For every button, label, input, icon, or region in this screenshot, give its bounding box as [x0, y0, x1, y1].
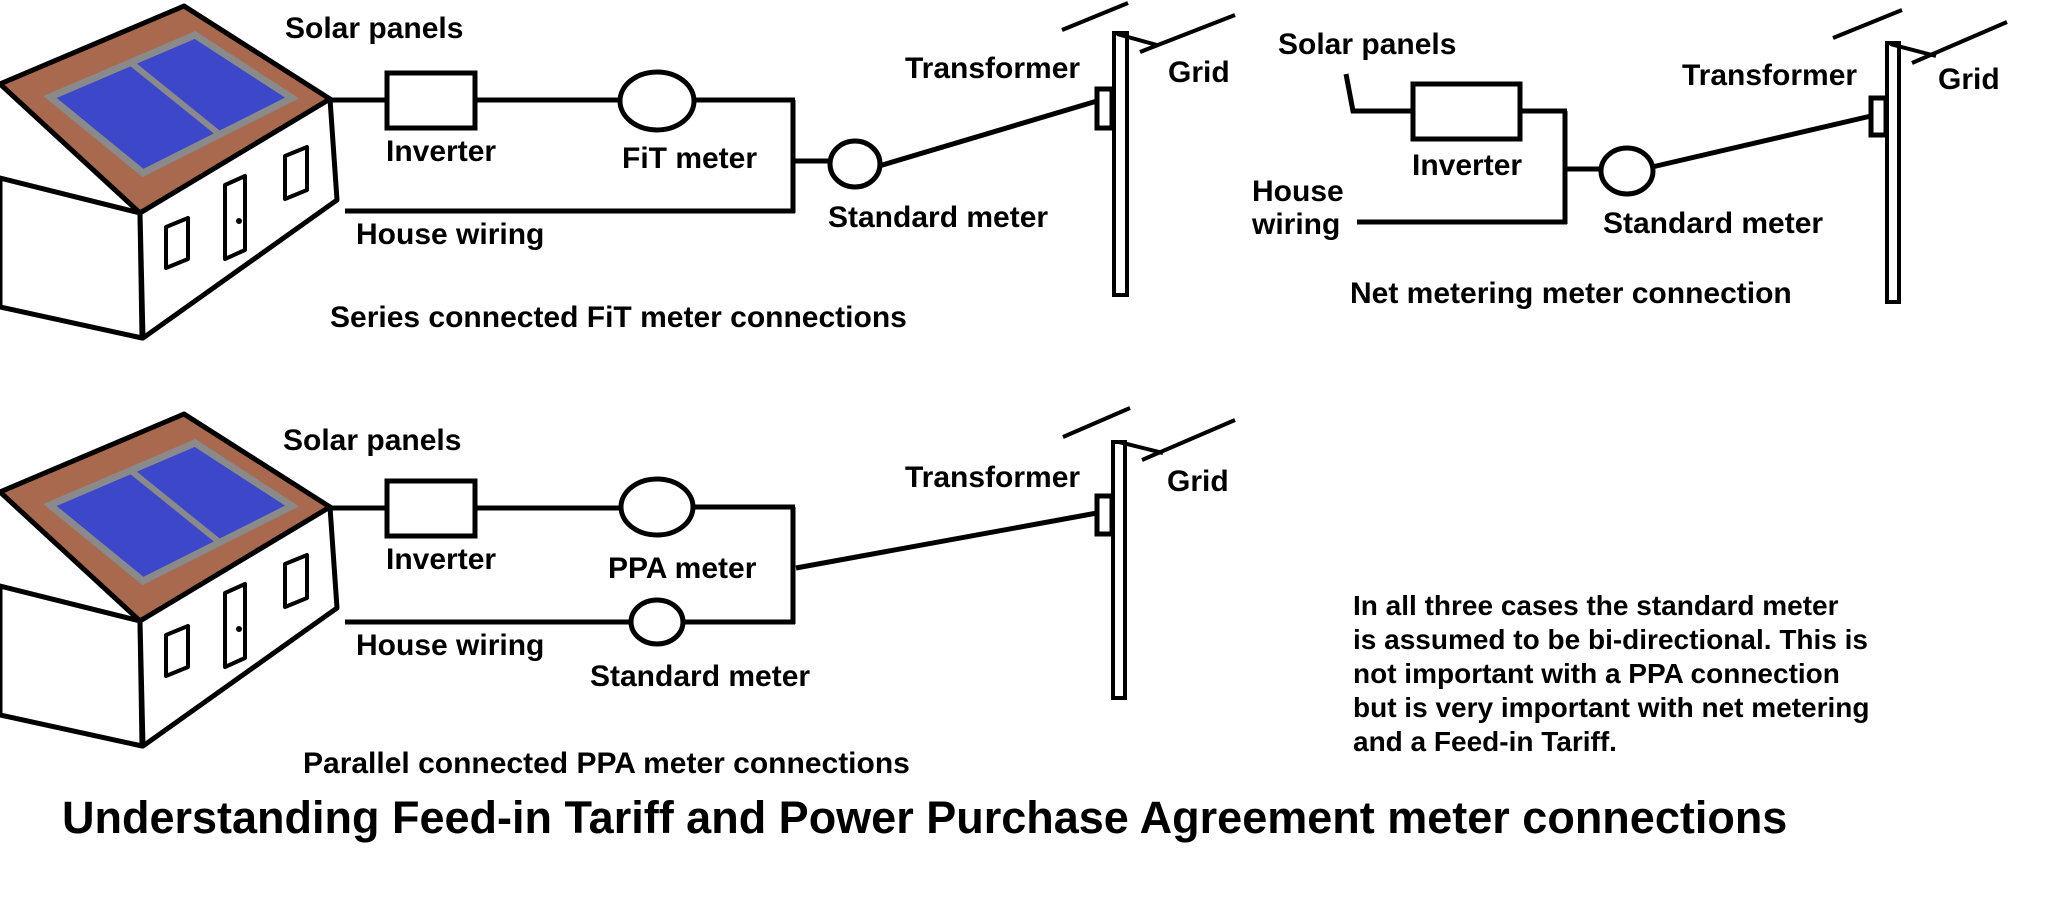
grid-wire-right	[1141, 418, 1236, 462]
transformer-box	[1094, 86, 1115, 131]
fit-meter-label: FiT meter	[622, 142, 757, 175]
standard-meter-symbol	[827, 138, 883, 190]
grid-wire-right	[1911, 20, 2008, 65]
inverter-box	[384, 478, 478, 539]
wire-meter-to-transformer	[878, 98, 1098, 169]
note-line-1: In all three cases the standard meter	[1353, 590, 1839, 621]
grid-wire-left	[1832, 8, 1903, 40]
solar-panels-label: Solar panels	[283, 424, 461, 457]
grid-pole	[1885, 41, 1901, 304]
transformer-label: Transformer	[1682, 59, 1857, 92]
inverter-box	[1410, 81, 1523, 142]
standard-meter-label: Standard meter	[590, 660, 810, 693]
note-line-3: not important with a PPA connection	[1353, 658, 1840, 689]
house-wiring-label-line2: wiring	[1251, 208, 1340, 241]
standard-meter-symbol	[1598, 145, 1656, 197]
page-title: Understanding Feed-in Tariff and Power P…	[62, 792, 1787, 843]
net-metering-diagram: Solar panels Inverter House wiring Stand…	[1251, 8, 2008, 310]
grid-wire-right	[1139, 13, 1236, 54]
inverter-label: Inverter	[1412, 149, 1522, 182]
grid-pole	[1112, 31, 1129, 297]
note-line-5: and a Feed-in Tariff.	[1353, 726, 1617, 757]
inverter-box	[384, 70, 478, 131]
grid-wire-left	[1062, 406, 1131, 439]
grid-label: Grid	[1167, 465, 1229, 498]
house-wiring-label: House wiring	[356, 218, 544, 251]
ppa-meter-symbol	[618, 476, 696, 538]
wire-solar-to-inverter	[1343, 73, 1415, 114]
inverter-label: Inverter	[386, 135, 496, 168]
transformer-label: Transformer	[905, 52, 1080, 85]
wire-meter-to-transformer	[1651, 113, 1872, 170]
net-metering-caption: Net metering meter connection	[1350, 277, 1792, 310]
transformer-box	[1094, 493, 1115, 537]
standard-meter-label: Standard meter	[1603, 207, 1823, 240]
fit-meter-symbol	[617, 69, 697, 133]
note-paragraph: In all three cases the standard meter is…	[1353, 590, 1870, 757]
wire-loop-to-transformer	[795, 510, 1098, 571]
house-bottom-left	[0, 414, 337, 746]
grid-label: Grid	[1938, 63, 2000, 96]
transformer-box	[1868, 95, 1889, 138]
series-caption: Series connected FiT meter connections	[330, 301, 907, 334]
ppa-meter-label: PPA meter	[608, 552, 757, 585]
note-line-2: is assumed to be bi-directional. This is	[1353, 624, 1868, 655]
standard-meter-label: Standard meter	[828, 201, 1048, 234]
grid-wire-left	[1061, 1, 1129, 32]
parallel-ppa-diagram: Solar panels Inverter PPA meter House wi…	[0, 406, 1236, 780]
grid-pole	[1111, 440, 1127, 700]
series-fit-diagram: Solar panels Inverter FiT meter House wi…	[0, 1, 1236, 338]
note-line-4: but is very important with net metering	[1353, 692, 1870, 723]
transformer-label: Transformer	[905, 461, 1080, 494]
grid-label: Grid	[1168, 56, 1230, 89]
house-top-left	[0, 6, 337, 338]
standard-meter-symbol	[628, 597, 686, 647]
parallel-caption: Parallel connected PPA meter connections	[303, 747, 910, 780]
house-wiring-label: House wiring	[356, 629, 544, 662]
grid-wire-center	[1118, 440, 1164, 455]
house-wiring-label-line1: House	[1252, 175, 1344, 208]
solar-panels-label: Solar panels	[1278, 28, 1456, 61]
inverter-label: Inverter	[386, 543, 496, 576]
grid-wire-center	[1116, 32, 1158, 47]
solar-panels-label: Solar panels	[285, 12, 463, 45]
